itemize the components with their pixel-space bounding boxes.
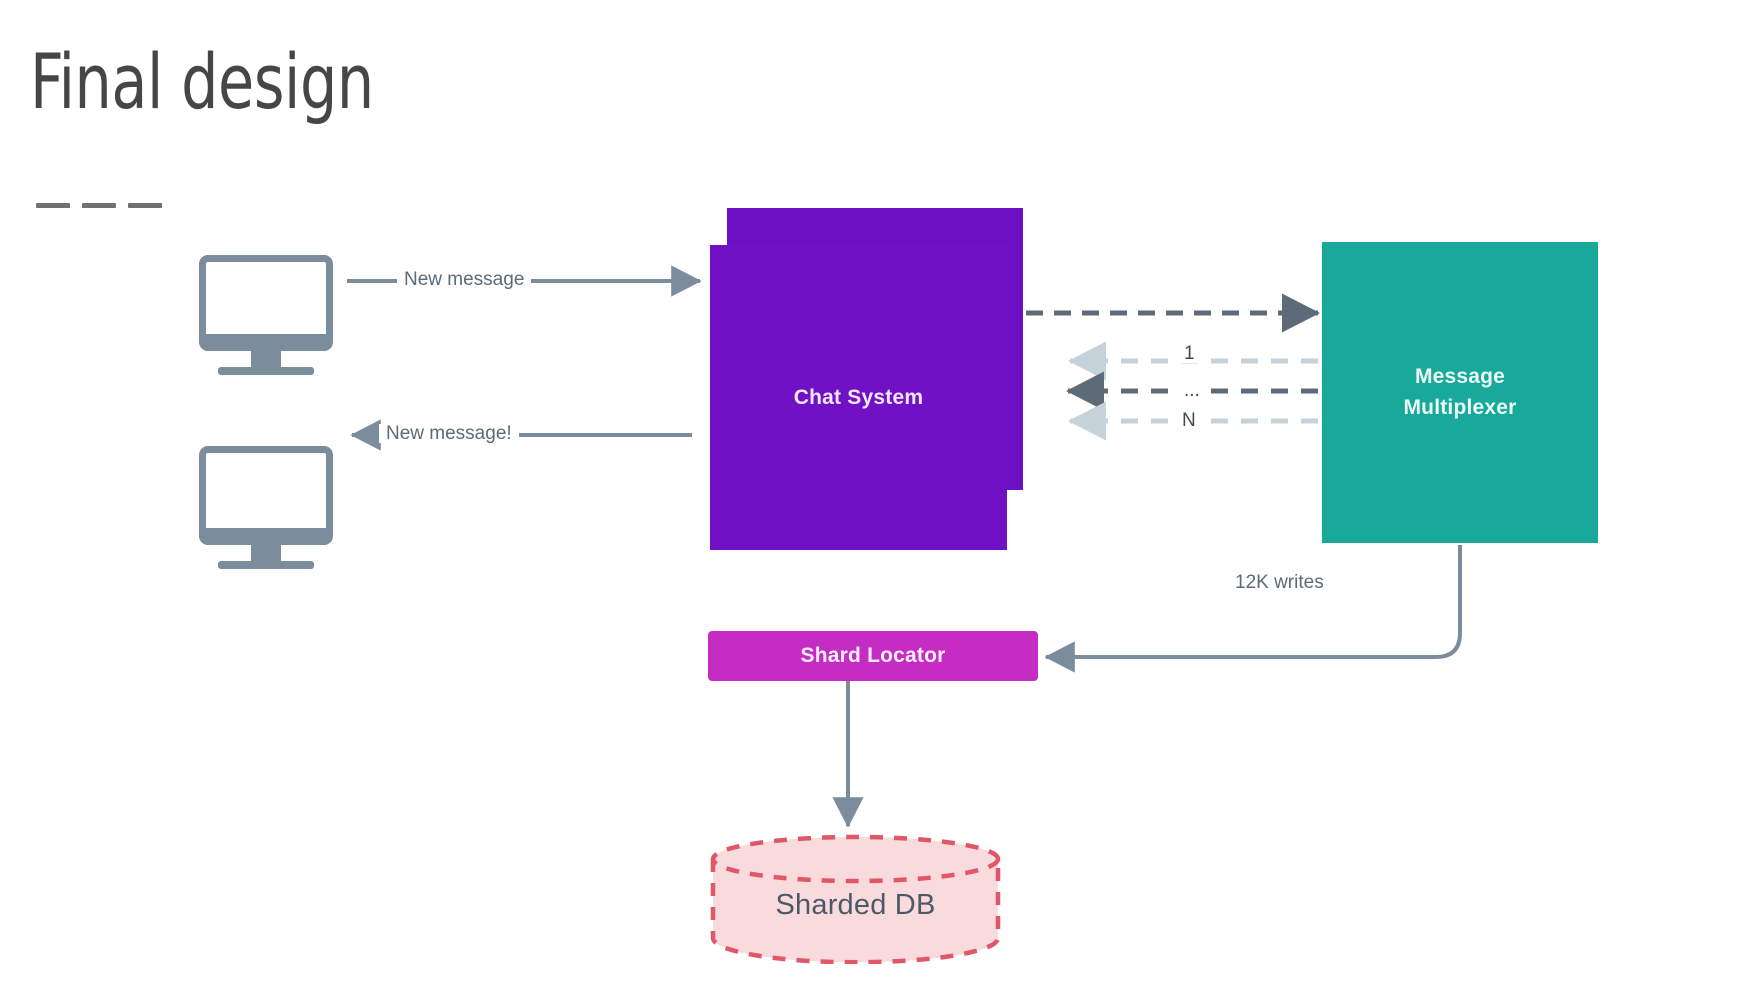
edge-label-fanout-1: 1 bbox=[1180, 344, 1199, 363]
shard-locator-label: Shard Locator bbox=[800, 644, 946, 667]
chat-system-label: Chat System bbox=[793, 385, 924, 409]
edge-label-12k-writes: 12K writes bbox=[1228, 573, 1331, 592]
node-shard-locator[interactable]: Shard Locator bbox=[708, 631, 1038, 681]
dashed-rule-dash bbox=[82, 203, 116, 208]
dashed-rule bbox=[36, 203, 162, 208]
dashed-rule-dash bbox=[128, 203, 162, 208]
node-message-multiplexer[interactable]: Message Multiplexer bbox=[1322, 242, 1598, 543]
client-monitor-top[interactable] bbox=[199, 255, 333, 375]
monitor-stand-neck bbox=[251, 545, 281, 561]
edge-label-new-message: New message bbox=[397, 270, 532, 289]
dashed-rule-dash bbox=[36, 203, 70, 208]
message-multiplexer-label: Message Multiplexer bbox=[1403, 362, 1516, 423]
monitor-icon bbox=[199, 255, 333, 351]
monitor-stand-neck bbox=[251, 351, 281, 367]
node-sharded-db[interactable]: Sharded DB bbox=[709, 833, 1002, 964]
monitor-stand-base bbox=[218, 367, 314, 375]
database-cylinder-icon bbox=[710, 834, 1001, 964]
client-monitor-bottom[interactable] bbox=[199, 446, 333, 569]
chat-system-card-front bbox=[710, 245, 1007, 550]
edge-label-fanout-dots: ... bbox=[1180, 381, 1204, 400]
monitor-stand-base bbox=[218, 561, 314, 569]
sharded-db-label: Sharded DB bbox=[775, 889, 936, 921]
message-multiplexer-label-line2: Multiplexer bbox=[1403, 395, 1517, 419]
edge-label-fanout-n: N bbox=[1178, 411, 1200, 430]
monitor-icon bbox=[199, 446, 333, 545]
message-multiplexer-label-line1: Message bbox=[1414, 365, 1506, 389]
page-title: Final design bbox=[30, 37, 374, 126]
edge-label-new-message-bang: New message! bbox=[379, 424, 519, 443]
edge-multiplexer-to-shard-locator bbox=[1044, 545, 1462, 673]
